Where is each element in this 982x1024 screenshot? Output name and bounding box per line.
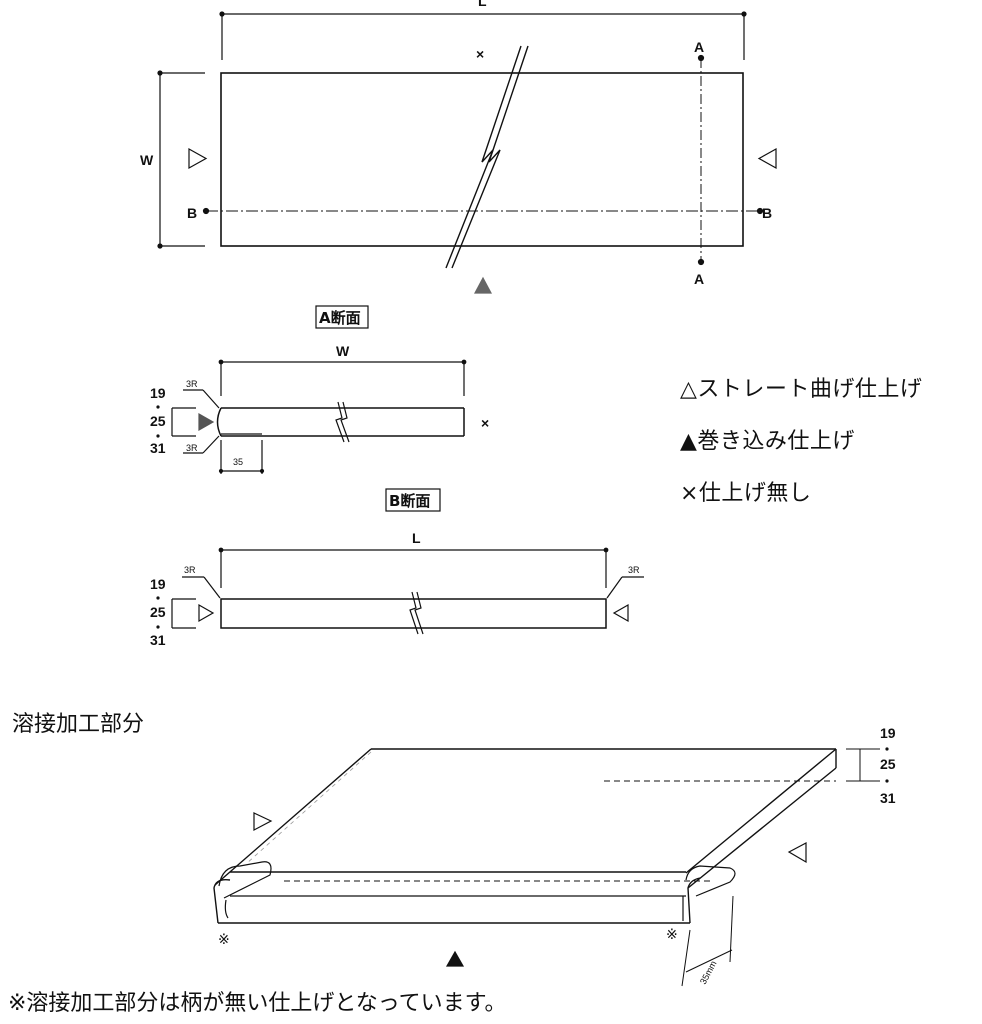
- triangle-open-right-pointing-icon: [253, 812, 273, 831]
- triangle-filled-icon: [474, 276, 492, 294]
- section-a-thk-19: 19: [150, 385, 166, 401]
- plan-view: [157, 11, 777, 294]
- section-a-r-top: 3R: [186, 379, 198, 389]
- section-a-35-label: 35: [233, 457, 243, 467]
- weld-heading: 溶接加工部分: [12, 712, 145, 737]
- weld-mark-left: ※: [218, 932, 230, 948]
- triangle-filled-icon: [198, 412, 215, 432]
- legend-straight: △ストレート曲げ仕上げ: [680, 377, 923, 402]
- section-a-r-bottom: 3R: [186, 443, 198, 453]
- section-b-thk-19: 19: [150, 576, 166, 592]
- weld-35mm-label: 35mm: [698, 959, 719, 986]
- section-a-thk-31: 31: [150, 440, 166, 456]
- section-b-thk-31: 31: [150, 632, 166, 648]
- section-b-thk-25: 25: [150, 604, 166, 620]
- section-a-title: A断面: [319, 309, 361, 327]
- section-a: [171, 305, 467, 474]
- triangle-filled-icon: [445, 950, 465, 967]
- triangle-open-right-icon: [612, 603, 629, 623]
- plan-w-label: W: [140, 152, 154, 168]
- plan-b-left-label: B: [187, 205, 197, 221]
- legend-rolled: ▲巻き込み仕上げ: [680, 429, 855, 454]
- plan-a-top-label: A: [694, 39, 704, 55]
- section-b-title: B断面: [389, 492, 430, 510]
- weld-note: ※溶接加工部分は柄が無い仕上げとなっています。: [8, 991, 507, 1016]
- plan-b-right-label: B: [762, 205, 772, 221]
- section-b-l-label: L: [412, 530, 421, 546]
- section-b-r-left: 3R: [184, 565, 196, 575]
- weld-3d-view: [213, 748, 880, 987]
- triangle-open-right-icon: [757, 147, 777, 170]
- section-a-thk-25: 25: [150, 413, 166, 429]
- weld-thk-19: 19: [880, 725, 896, 741]
- weld-thk-25: 25: [880, 756, 896, 772]
- plan-a-bottom-label: A: [694, 271, 704, 287]
- section-a-x-mark: ×: [481, 415, 489, 431]
- plan-rect: [220, 72, 744, 247]
- triangle-open-left-icon: [198, 603, 215, 623]
- section-b-r-right: 3R: [628, 565, 640, 575]
- triangle-open-left-icon: [188, 147, 208, 170]
- weld-mark-right: ※: [666, 927, 678, 943]
- section-b: [171, 488, 644, 635]
- weld-thk-31: 31: [880, 790, 896, 806]
- triangle-open-left-pointing-icon: [787, 842, 807, 864]
- legend-none: ×仕上げ無し: [680, 481, 812, 506]
- plan-l-label: L: [478, 0, 487, 9]
- section-a-w-label: W: [336, 343, 350, 359]
- plan-x-mark: ×: [476, 46, 484, 62]
